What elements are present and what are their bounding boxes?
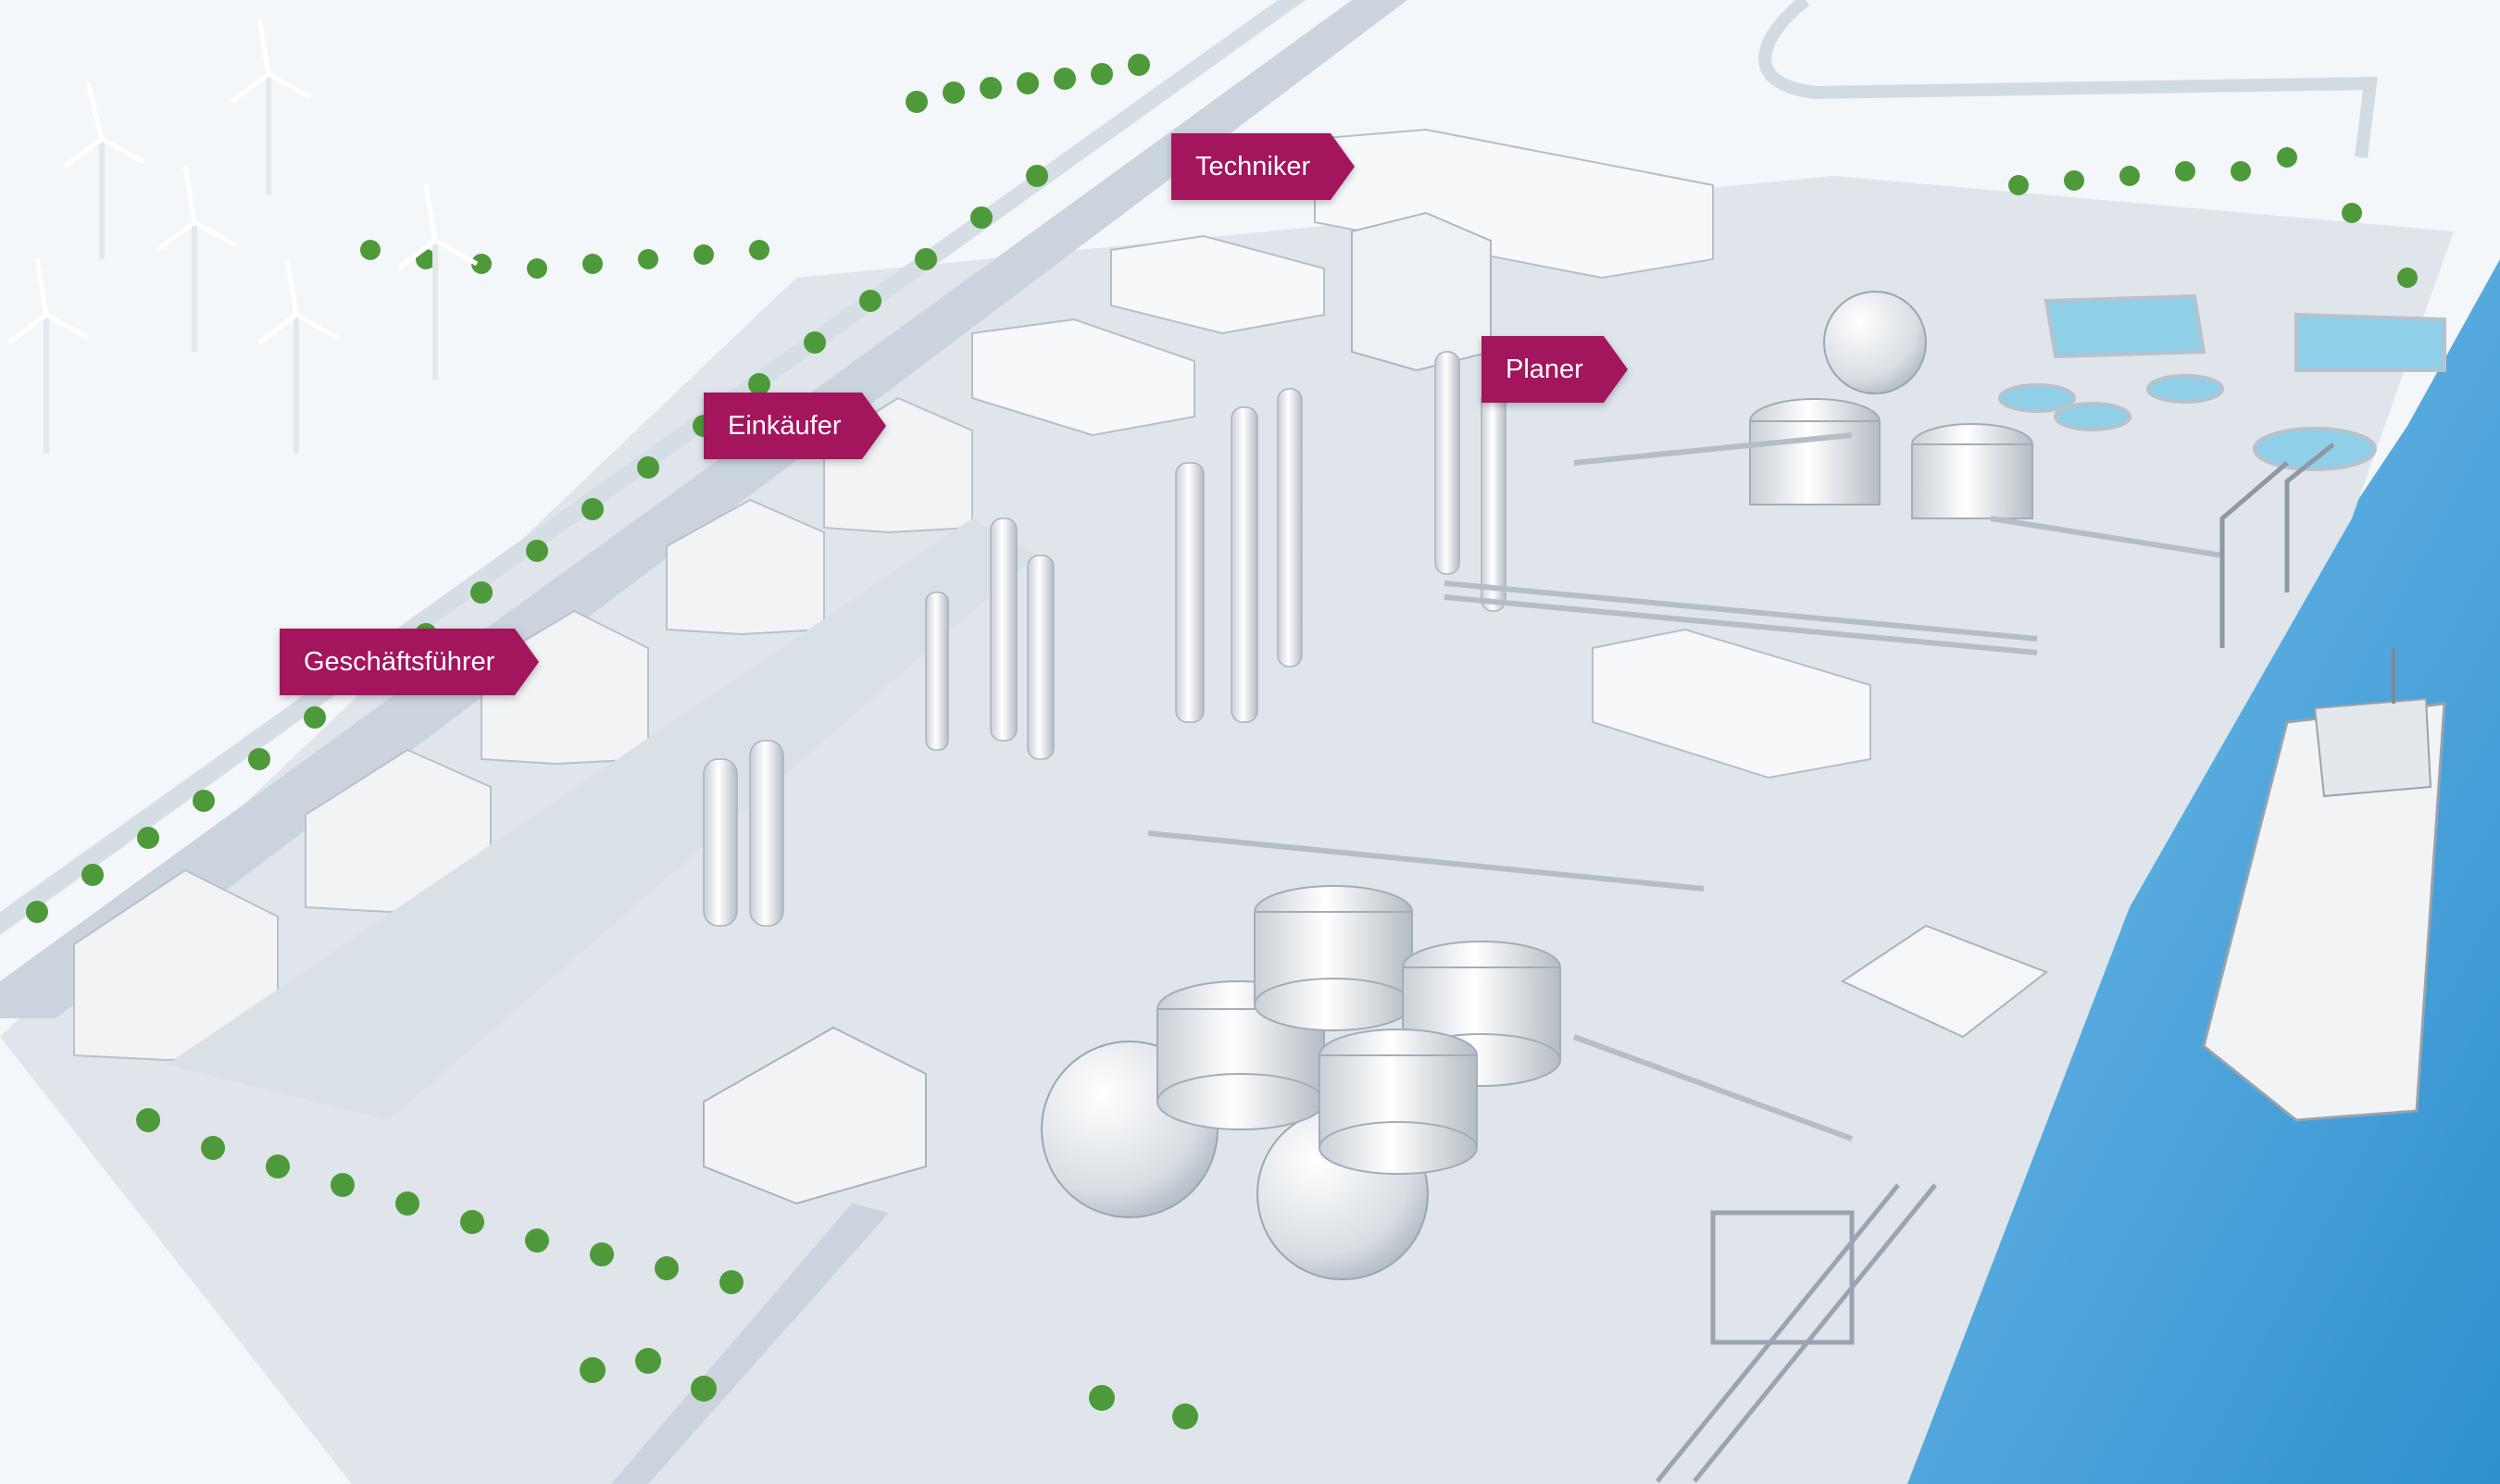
role-tag-label: Techniker — [1171, 133, 1331, 200]
role-tag-techniker[interactable]: Techniker — [1171, 133, 1356, 200]
parking-lot — [167, 518, 1037, 1120]
wind-turbines — [7, 18, 479, 454]
control-building — [1351, 211, 1492, 372]
treatment-basins — [1998, 293, 2446, 471]
role-tag-label: Geschäftsführer — [280, 629, 516, 695]
road-top-right — [1758, 0, 2378, 158]
role-tag-arrow-icon — [861, 393, 886, 459]
tree-rows — [26, 54, 2418, 1429]
rail-gantry — [1656, 1183, 1937, 1483]
pipe-racks — [1147, 432, 2223, 1141]
south-road — [611, 1203, 889, 1484]
role-tag-arrow-icon — [1603, 336, 1628, 403]
quay-cranes — [2219, 443, 2335, 648]
tanker-ship — [2202, 648, 2446, 1122]
role-tag-arrow-icon — [515, 629, 540, 695]
role-tag-label: Einkäufer — [704, 393, 862, 459]
office-buildings — [73, 396, 973, 1062]
loading-station — [1840, 924, 2049, 1039]
process-columns — [703, 351, 1506, 927]
storage-tanks — [1156, 398, 2033, 1175]
role-tag-arrow-icon — [1331, 133, 1356, 200]
role-tag-einkaeufer[interactable]: Einkäufer — [704, 393, 886, 459]
main-avenue — [0, 0, 1407, 1018]
role-tag-label: Planer — [1481, 336, 1604, 403]
warehouses — [971, 128, 1871, 779]
power-plant — [703, 1026, 927, 1205]
role-tag-geschaeftsfuehrer[interactable]: Geschäftsführer — [280, 629, 540, 695]
role-tag-planer[interactable]: Planer — [1481, 336, 1628, 403]
